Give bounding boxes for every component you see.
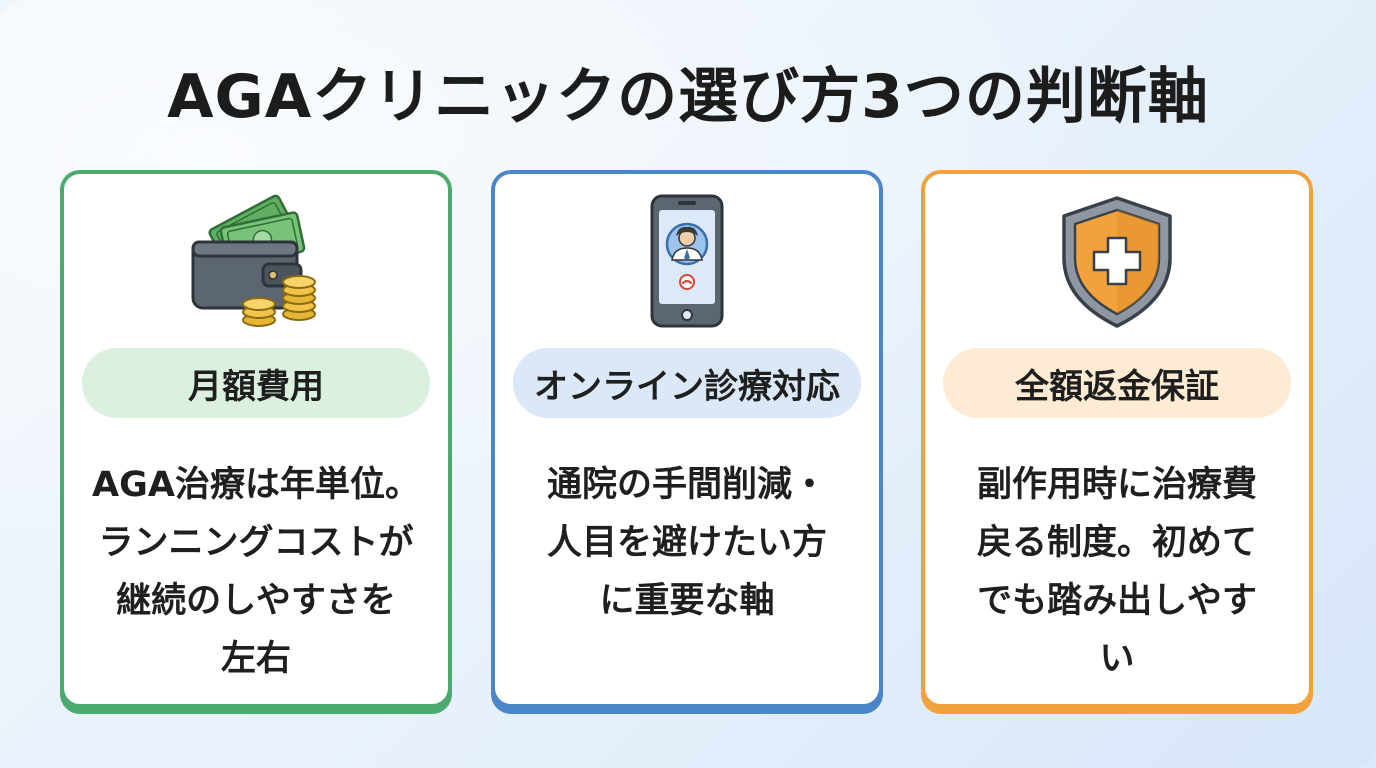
smartphone-video-call-icon bbox=[650, 194, 724, 328]
card-refund-guarantee: 全額返金保証 副作用時に治療費 戻る制度。初めて でも踏み出しやす い bbox=[921, 170, 1313, 708]
description-line: 人目を避けたい方 bbox=[546, 523, 827, 563]
card-description-monthly-cost: AGA治療は年単位。 ランニングコストが 継続のしやすさを 左右 bbox=[78, 456, 434, 688]
card-label-online-consultation: オンライン診療対応 bbox=[513, 348, 861, 418]
card-description-online-consultation: 通院の手間削減・ 人目を避けたい方 に重要な軸 bbox=[509, 456, 865, 630]
description-line: 左右 bbox=[220, 639, 291, 679]
wallet-money-icon bbox=[191, 194, 316, 327]
shield-cross-icon bbox=[1062, 196, 1172, 328]
card-label-refund-guarantee: 全額返金保証 bbox=[943, 348, 1291, 418]
page-title: AGAクリニックの選び方3つの判断軸 bbox=[167, 62, 1209, 132]
description-line: に重要な軸 bbox=[599, 581, 775, 621]
description-line: 通院の手間削減・ bbox=[546, 465, 827, 505]
card-online-consultation: オンライン診療対応 通院の手間削減・ 人目を避けたい方 に重要な軸 bbox=[491, 170, 883, 708]
description-line: ランニングコストが bbox=[98, 523, 414, 563]
description-line: い bbox=[1099, 639, 1135, 679]
description-line: 副作用時に治療費 bbox=[976, 465, 1257, 505]
description-line: AGA治療は年単位。 bbox=[92, 465, 420, 505]
card-monthly-cost: 月額費用 AGA治療は年単位。 ランニングコストが 継続のしやすさを 左右 bbox=[60, 170, 452, 708]
description-line: でも踏み出しやす bbox=[977, 581, 1257, 621]
card-description-refund-guarantee: 副作用時に治療費 戻る制度。初めて でも踏み出しやす い bbox=[939, 456, 1295, 688]
description-line: 継続のしやすさを bbox=[116, 581, 396, 621]
description-line: 戻る制度。初めて bbox=[976, 523, 1257, 563]
card-label-monthly-cost: 月額費用 bbox=[82, 348, 430, 418]
